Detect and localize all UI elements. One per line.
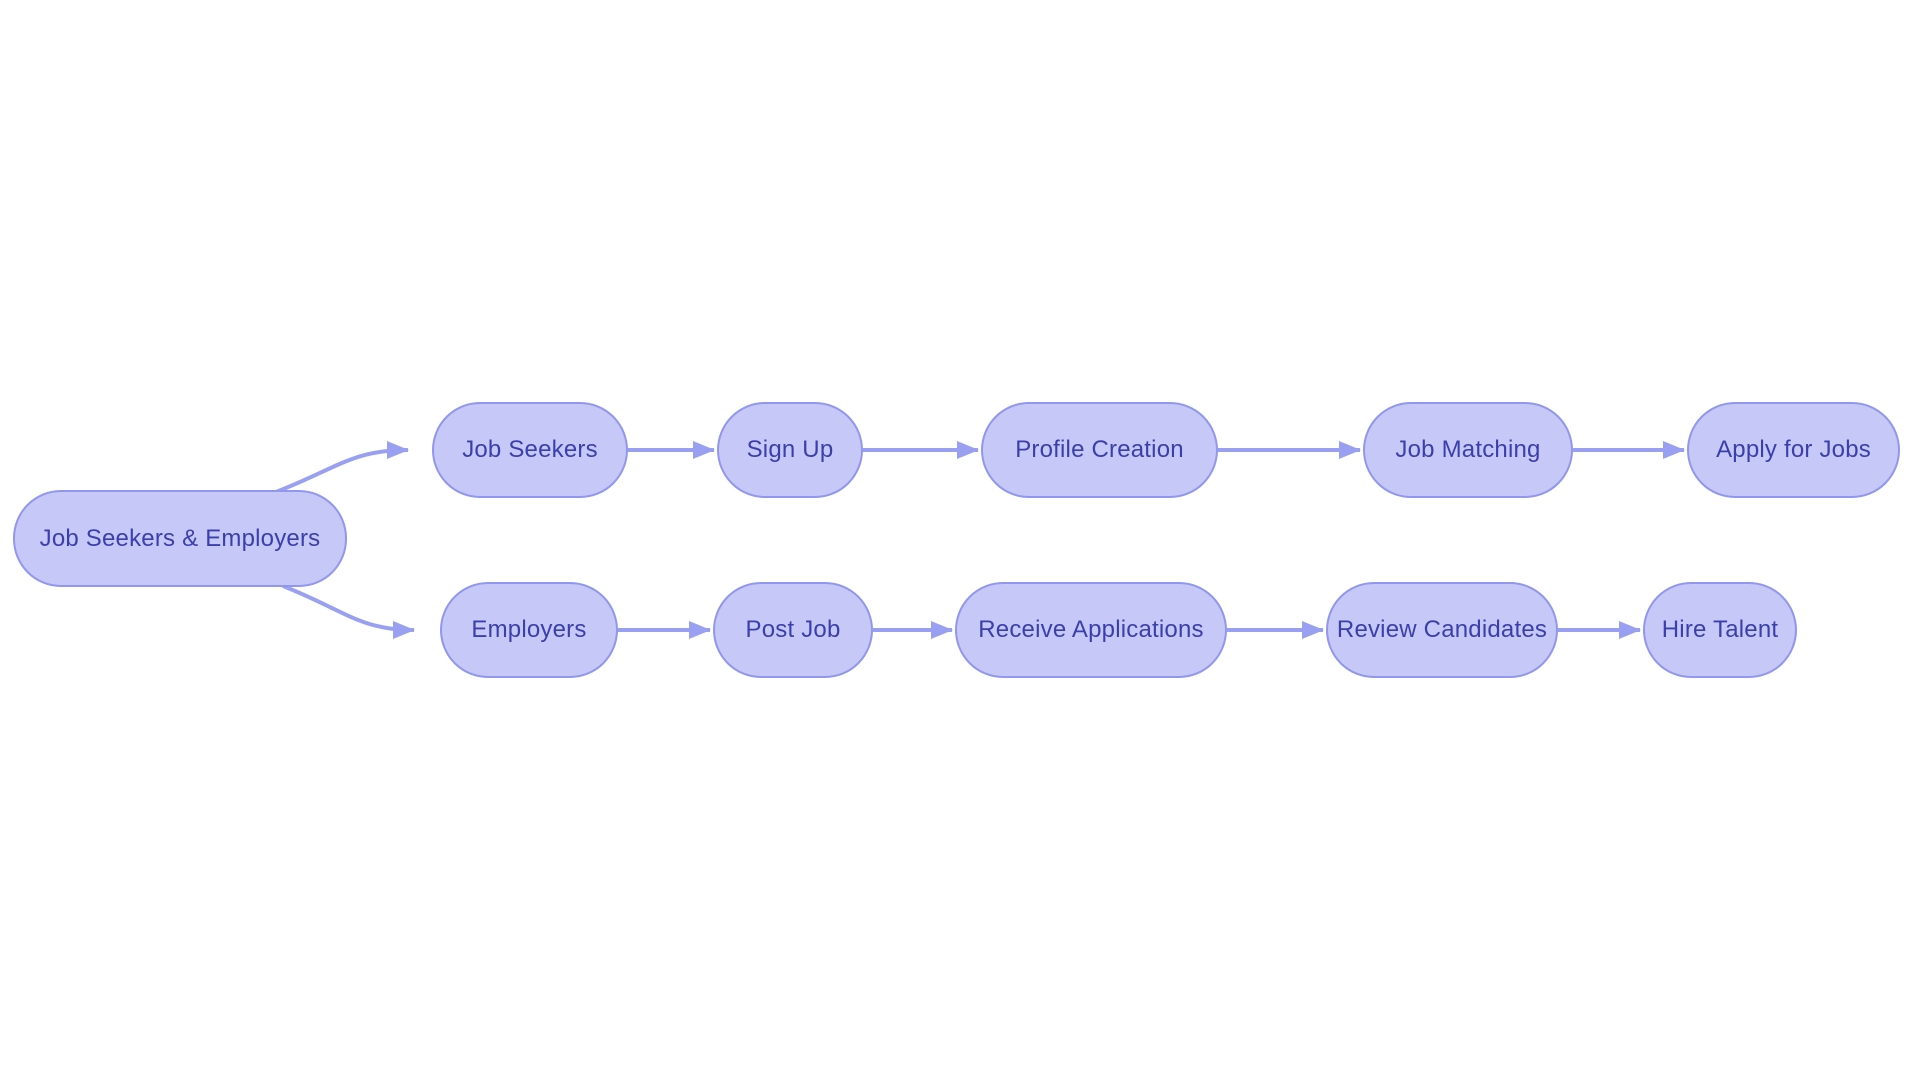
edge-root-to-employers xyxy=(282,584,415,639)
node-employers: Employers xyxy=(440,582,618,678)
edge-root-to-job-seekers xyxy=(275,441,409,494)
node-job-matching: Job Matching xyxy=(1363,402,1573,498)
node-label: Profile Creation xyxy=(1015,436,1184,463)
node-label: Employers xyxy=(471,616,587,643)
node-sign-up: Sign Up xyxy=(717,402,863,498)
node-label: Review Candidates xyxy=(1336,616,1548,643)
node-label: Hire Talent xyxy=(1661,616,1779,643)
node-label: Post Job xyxy=(745,616,841,643)
node-post-job: Post Job xyxy=(713,582,873,678)
node-job-seekers: Job Seekers xyxy=(432,402,628,498)
node-label: Job Seekers xyxy=(462,436,598,463)
node-label: Sign Up xyxy=(746,436,834,463)
node-profile-creation: Profile Creation xyxy=(981,402,1218,498)
node-hire-talent: Hire Talent xyxy=(1643,582,1797,678)
node-receive-applications: Receive Applications xyxy=(955,582,1227,678)
node-label: Job Matching xyxy=(1395,436,1541,463)
node-label: Apply for Jobs xyxy=(1716,436,1871,463)
node-job-seekers-and-employers: Job Seekers & Employers xyxy=(13,490,347,587)
node-apply-for-jobs: Apply for Jobs xyxy=(1687,402,1900,498)
node-label: Receive Applications xyxy=(978,616,1204,643)
node-review-candidates: Review Candidates xyxy=(1326,582,1558,678)
node-label: Job Seekers & Employers xyxy=(39,524,321,552)
